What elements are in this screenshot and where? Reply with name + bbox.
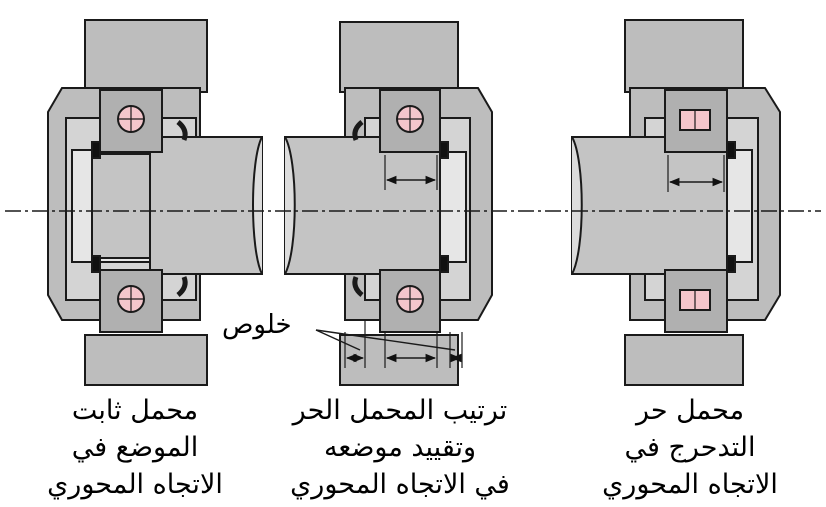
right-housing-top-block [624, 19, 744, 93]
left-seal-bottom [91, 255, 101, 273]
mid-circlip-top [352, 120, 364, 141]
left-circlip-top [176, 120, 188, 141]
mid-seal-bottom [439, 255, 449, 273]
mid-circlip-bottom [352, 276, 364, 297]
left-circlip-bottom [176, 276, 188, 297]
left-shaft-end [252, 136, 263, 275]
left-caption-line-1: محمل ثابت [71, 395, 199, 426]
left-caption: محمل ثابت الموضع في الاتجاه المحوري [30, 392, 240, 503]
mid-shaft-end [284, 136, 296, 275]
right-shaft-end [571, 136, 583, 275]
clearance-label: خلوص [222, 310, 292, 340]
middle-caption-line-3: في الاتجاه المحوري [290, 469, 510, 500]
mid-shaft [284, 136, 441, 275]
middle-caption-line-2: وتقييد موضعه [323, 432, 477, 463]
left-caption-line-2: الموضع في [71, 432, 199, 463]
left-shaft [149, 136, 263, 275]
clearance-leader-2 [315, 329, 456, 351]
roller-bearing-unit [571, 19, 781, 386]
clearance-leader-1 [315, 329, 361, 351]
right-caption: محمل حر التدحرج في الاتجاه المحوري [585, 392, 795, 503]
right-shaft [571, 136, 728, 275]
right-caption-line-3: الاتجاه المحوري [602, 469, 778, 500]
right-caption-line-2: التدحرج في [624, 432, 756, 463]
left-housing-bottom-block [84, 334, 208, 386]
right-seal-bottom [726, 255, 736, 273]
middle-caption: ترتيب المحمل الحر وتقييد موضعه في الاتجا… [275, 392, 525, 503]
mid-seal-top [439, 141, 449, 159]
left-caption-line-3: الاتجاه المحوري [47, 469, 223, 500]
mid-housing-top-block [339, 21, 459, 93]
right-caption-line-1: محمل حر [635, 395, 745, 426]
mid-inner-bore [437, 151, 467, 263]
middle-caption-line-1: ترتيب المحمل الحر [292, 395, 508, 426]
locating-bearing-unit [47, 19, 263, 386]
right-seal-top [726, 141, 736, 159]
floating-bearing-unit [284, 21, 493, 386]
left-housing-top-block [84, 19, 208, 93]
right-housing-bottom-block [624, 334, 744, 386]
left-seal-top [91, 141, 101, 159]
